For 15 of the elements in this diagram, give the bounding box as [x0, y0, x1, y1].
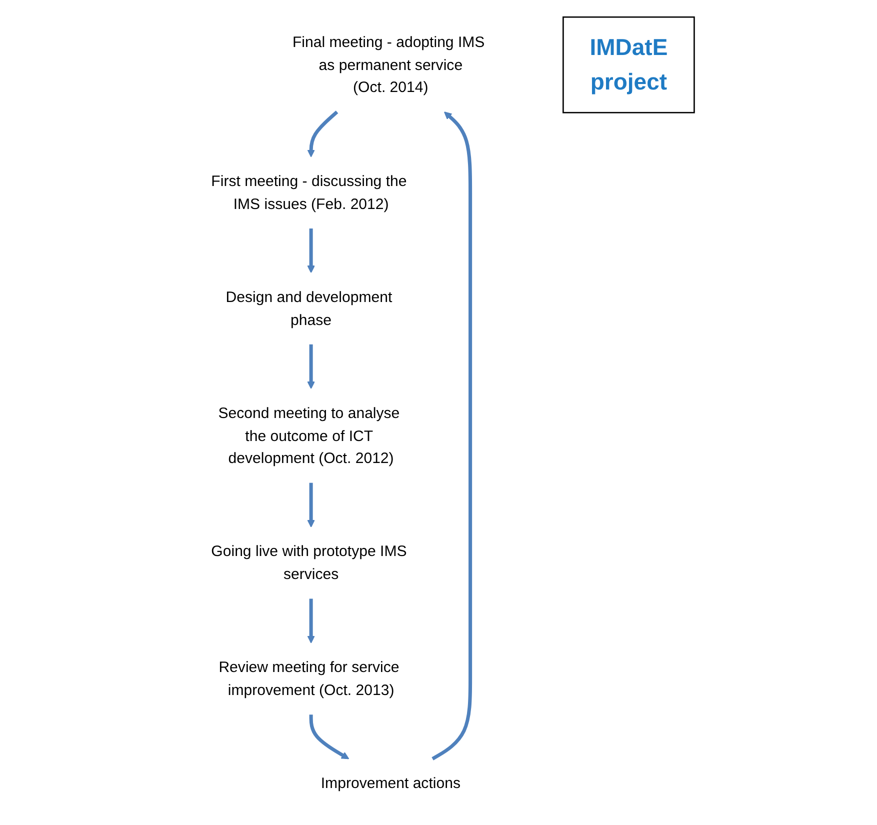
node-text: Improvement actions: [320, 774, 460, 792]
node-text: First meeting - discussing the IMS issues (Feb. 2012): [211, 172, 407, 212]
arrow: [307, 482, 315, 528]
arrow: [432, 112, 472, 760]
node-text: Going live with prototype IMS services: [211, 542, 407, 582]
arrow: [307, 344, 315, 389]
node-text: Review meeting for service improvement (Oct. 2013): [218, 658, 400, 698]
node-text: Final meeting - adopting IMS as permanent service (Oct. 2014): [292, 34, 485, 96]
node-box: [562, 16, 695, 114]
arrow: [309, 714, 350, 760]
node-text: Design and development phase: [226, 288, 392, 328]
arrow: [307, 110, 338, 158]
arrow: [307, 598, 315, 644]
arrow: [307, 228, 315, 274]
node-text: Second meeting to analyse the outcome of ICT development (Oct. 2012): [218, 404, 400, 466]
